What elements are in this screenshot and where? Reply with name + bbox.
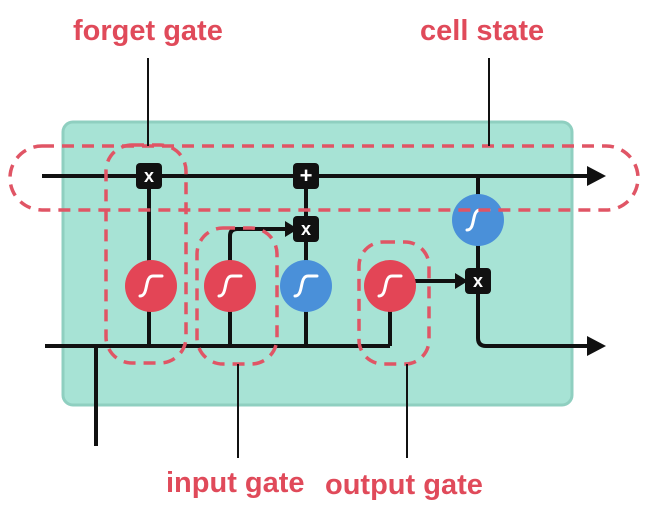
input-gate-label: input gate — [166, 467, 305, 499]
forget-multiply-op: x — [136, 163, 162, 189]
multiply-symbol: x — [473, 271, 483, 291]
output-gate-label: output gate — [325, 469, 483, 501]
input-multiply-op: x — [293, 216, 319, 242]
input-gate-path — [228, 227, 290, 346]
input-gate-arrowhead — [285, 221, 298, 237]
output-line — [476, 176, 592, 348]
cell-state-label: cell state — [420, 15, 545, 47]
output-multiply-op: x — [465, 268, 491, 294]
sigmoid-curve-icon — [377, 274, 403, 298]
sigmoid-curve-icon — [138, 274, 164, 298]
output-gate-arrowhead — [455, 273, 468, 289]
multiply-symbol: x — [144, 166, 154, 186]
output-gate-outline — [357, 240, 431, 366]
tanh-curve-icon — [293, 274, 319, 298]
forget-gate-outline — [104, 143, 188, 365]
cell-tanh-node — [452, 194, 504, 246]
input-sigmoid-node — [204, 260, 256, 312]
forget-sigmoid-node — [125, 260, 177, 312]
cell-add-op: + — [293, 163, 319, 189]
add-symbol: + — [300, 163, 313, 188]
multiply-symbol: x — [301, 219, 311, 239]
forget-gate-label: forget gate — [73, 15, 223, 47]
cell-state-outline — [8, 144, 640, 212]
cell-state-arrowhead — [587, 166, 606, 186]
sigmoid-curve-icon — [217, 274, 243, 298]
output-arrowhead — [587, 336, 606, 356]
output-sigmoid-node — [364, 260, 416, 312]
candidate-tanh-node — [280, 260, 332, 312]
